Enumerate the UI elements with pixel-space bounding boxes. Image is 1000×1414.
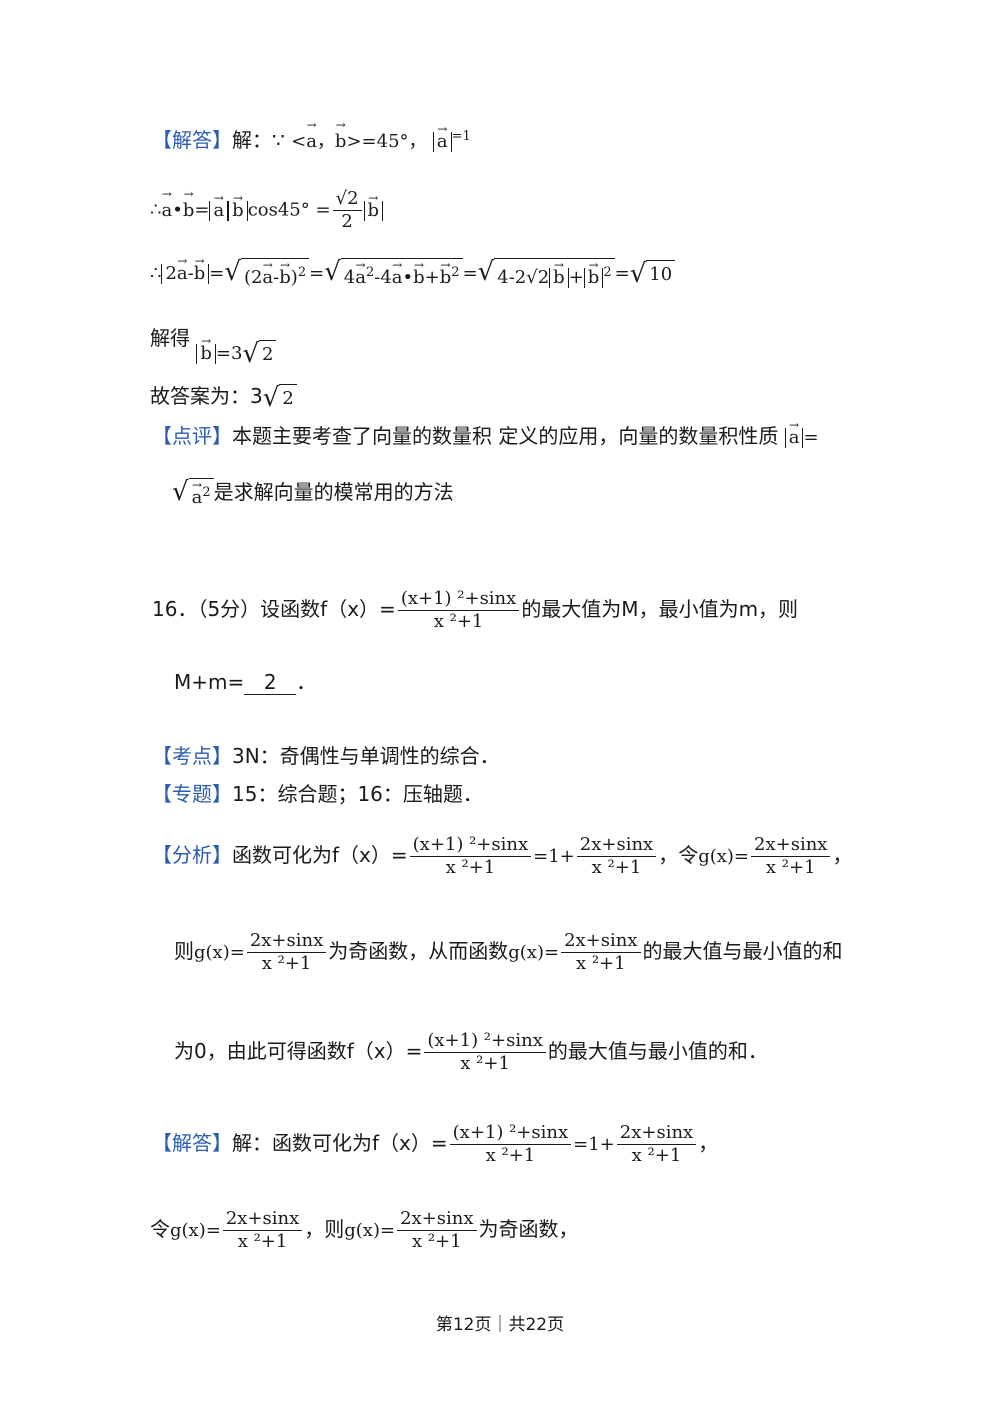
solution-tag: 【解答】 [152, 1131, 232, 1155]
final-answer-line: 故答案为：3√2 [150, 380, 297, 412]
angle-expr: <a，b>=45°， [291, 131, 426, 152]
answer-blank: 2 [244, 670, 297, 695]
solve-line: 解得 b=3√2 [150, 322, 277, 368]
modulus-line: ∴2a-b=√(2a-b)2=√4a2-4a•b+b2=√4-2√2b+b2=√… [150, 258, 676, 290]
zhuanti-tag: 【专题】 [152, 782, 232, 806]
answer-lead: 解：∵ [232, 128, 285, 152]
analysis-tag: 【分析】 [152, 843, 232, 867]
question-16-line-2: M+m=2． [174, 670, 317, 695]
answer-line-1: 【解答】解：∵ <a，b>=45°， a=1 [152, 124, 471, 153]
mod-a-expr: a=1 [432, 129, 471, 152]
dot-product-line: ∴a•b=abcos45° =√22b [150, 188, 384, 233]
kaodian-tag: 【考点】 [152, 744, 232, 768]
kaodian-line: 【考点】3N：奇偶性与单调性的综合． [152, 744, 500, 768]
comment-tag: 【点评】 [152, 424, 232, 448]
answer-tag: 【解答】 [152, 128, 232, 152]
comment-line-1: 【点评】本题主要考查了向量的数量积 定义的应用，向量的数量积性质 a= [152, 420, 819, 449]
zhuanti-line: 【专题】15：综合题；16：压轴题． [152, 782, 483, 806]
page-footer: 第12页｜共22页 [435, 1315, 565, 1335]
